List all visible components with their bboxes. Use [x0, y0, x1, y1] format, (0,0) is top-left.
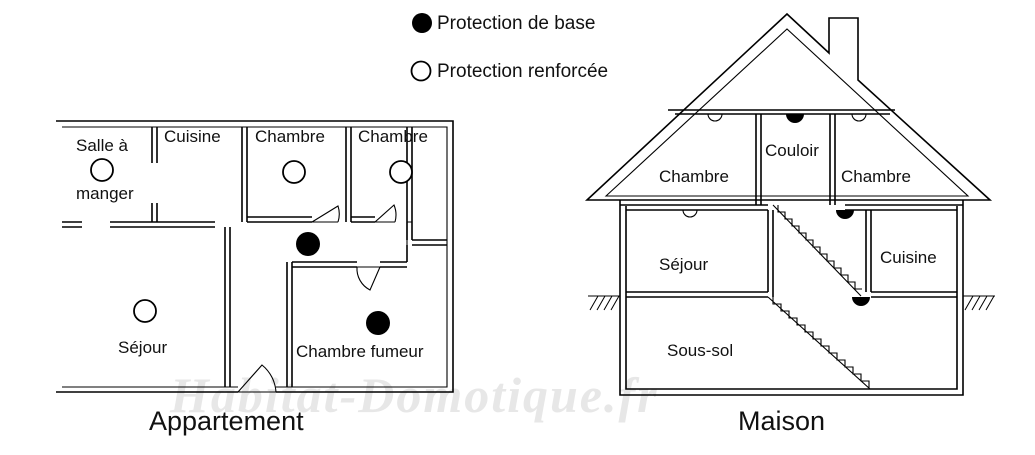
detector-basic-landing	[836, 210, 854, 219]
house-label-living: Séjour	[659, 255, 708, 274]
bedroom-1-door	[311, 205, 340, 223]
apartment-caption: Appartement	[149, 406, 304, 436]
house-attic-ceiling	[668, 109, 895, 115]
house-roof-outer	[584, 12, 993, 201]
room-label-dining-line2: manger	[76, 184, 134, 203]
apartment-plan: Salle à manger Cuisine Chambre Chambre S…	[56, 120, 454, 436]
bedroom-2-door	[374, 204, 397, 223]
house-label-kitchen: Cuisine	[880, 248, 937, 267]
room-label-living: Séjour	[118, 338, 167, 357]
house-section: Chambre Couloir Chambre Séjour Cuisine S…	[584, 12, 995, 436]
house-roof-inner	[604, 28, 970, 197]
basic-protection-marker-icon	[412, 13, 432, 33]
detector-basic-smoker-bedroom	[366, 311, 390, 335]
detector-basic-hallway	[296, 232, 320, 256]
room-label-dining-line1: Salle à	[76, 136, 129, 155]
legend: Protection de base Protection renforcée	[410, 13, 608, 82]
detector-basic-stair-bottom	[852, 297, 870, 306]
house-ground-partitions	[626, 210, 957, 298]
detector-reinforced-dining	[90, 158, 114, 182]
ceiling-mark-attic-left	[707, 113, 723, 122]
house-label-bedroom-right: Chambre	[841, 167, 911, 186]
house-caption: Maison	[738, 406, 825, 436]
house-lower-stairs	[767, 296, 871, 390]
ceiling-mark-attic-right	[851, 113, 867, 122]
house-upper-stairs	[772, 204, 862, 297]
detector-reinforced-living	[133, 299, 157, 323]
apartment-outer-wall	[56, 120, 454, 393]
apartment-outer-wall-inner	[62, 126, 448, 388]
house-upper-partitions	[755, 114, 836, 205]
house-label-bedroom-left: Chambre	[659, 167, 729, 186]
entrance-door	[237, 364, 277, 393]
legend-reinforced-label: Protection renforcée	[437, 61, 608, 82]
house-label-basement: Sous-sol	[667, 341, 733, 360]
ceiling-mark-living	[682, 209, 698, 218]
detector-reinforced-bedroom-1	[282, 160, 306, 184]
ground-line	[588, 295, 995, 311]
legend-basic-label: Protection de base	[437, 13, 595, 34]
corridor-closet	[406, 221, 412, 245]
room-label-bedroom-1: Chambre	[255, 127, 325, 146]
detector-basic-corridor	[786, 114, 804, 123]
watermark: Habitat-Domotique.fr	[169, 367, 659, 423]
detector-reinforced-bedroom-2	[389, 160, 413, 184]
smoker-bedroom-door	[356, 266, 381, 291]
house-label-corridor: Couloir	[765, 141, 819, 160]
room-label-bedroom-2: Chambre	[358, 127, 428, 146]
room-label-kitchen: Cuisine	[164, 127, 221, 146]
room-label-smoker-bedroom: Chambre fumeur	[296, 342, 424, 361]
apartment-partitions	[62, 127, 447, 387]
reinforced-protection-marker-icon	[410, 60, 432, 82]
